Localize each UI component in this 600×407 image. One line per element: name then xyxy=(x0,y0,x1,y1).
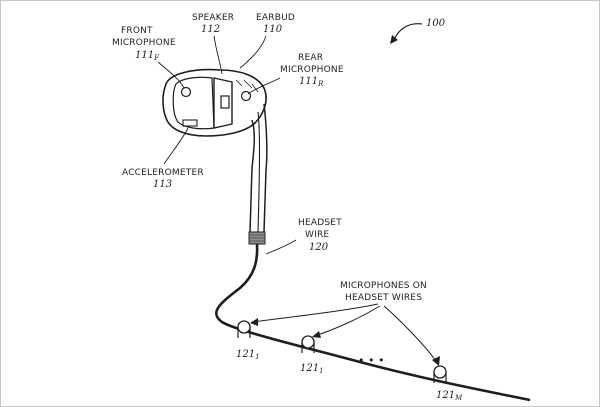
rear-microphone-label-line2: MICROPHONE xyxy=(280,65,344,75)
figure-number-arrow xyxy=(393,23,423,41)
wire-microphones-label: MICROPHONES ON HEADSET WIRES xyxy=(340,281,427,303)
speaker-block xyxy=(213,77,233,129)
wire-microphone-2-clip xyxy=(301,342,315,353)
more-microphones-ellipsis: • • • xyxy=(358,354,384,367)
wire-microphone-1-ref: 1211 xyxy=(236,349,260,361)
earbud-body xyxy=(162,68,267,137)
strain-relief-ribs xyxy=(250,234,264,242)
headset-wire-label: HEADSET WIRE 120 xyxy=(298,218,342,253)
rear-microphone-ref: 111R xyxy=(299,76,324,88)
wire-microphone-1 xyxy=(237,320,251,338)
figure-number: 100 xyxy=(426,18,446,29)
front-microphone-leader xyxy=(157,61,185,89)
rear-microphone-label: REAR MICROPHONE 111R xyxy=(280,53,344,88)
arrow-to-microphone-2 xyxy=(313,305,381,337)
headset-wire-ref: 120 xyxy=(309,242,329,253)
rear-microphone-port xyxy=(240,90,252,102)
earbud-label-line1: EARBUD xyxy=(256,13,295,23)
accelerometer-label-line1: ACCELEROMETER xyxy=(122,168,204,178)
earbud-housing xyxy=(162,68,267,137)
wire-microphone-2 xyxy=(301,335,315,353)
arrow-to-microphone-m xyxy=(383,305,439,365)
wire-microphone-m xyxy=(433,365,447,383)
speaker-leader xyxy=(213,35,223,75)
speaker-ref: 112 xyxy=(201,24,220,35)
wire-microphone-m-clip xyxy=(433,372,447,383)
earbud-label: EARBUD 110 xyxy=(256,13,295,35)
rear-microphone-leader xyxy=(247,77,281,95)
arrowhead-microphone-1 xyxy=(250,318,258,326)
headset-wire xyxy=(215,243,531,402)
earbud-leader xyxy=(239,35,267,69)
arrowhead-microphone-2 xyxy=(312,331,321,338)
stem-left-edge xyxy=(249,119,256,233)
speaker-driver xyxy=(220,95,230,109)
accelerometer-leader xyxy=(163,127,189,165)
front-microphone-label-line1: FRONT xyxy=(121,26,153,36)
accelerometer-chip xyxy=(182,119,198,127)
wire-microphone-1-capsule xyxy=(237,320,251,334)
figure-number-arrowhead xyxy=(390,35,398,44)
arrowhead-microphone-m xyxy=(432,356,440,366)
housing-hatching xyxy=(235,79,259,93)
front-microphone-label-line2: MICROPHONE xyxy=(112,38,176,48)
wire-microphones-label-line2: HEADSET WIRES xyxy=(345,293,422,303)
wire-microphone-m-ref: 121M xyxy=(436,390,463,402)
front-microphone-label: FRONT MICROPHONE 111F xyxy=(112,26,176,62)
front-microphone-port xyxy=(180,86,192,98)
wire-microphone-1-clip xyxy=(237,327,251,338)
earbud-front-face xyxy=(172,76,215,130)
wire-microphone-m-capsule xyxy=(433,365,447,379)
speaker-label-line1: SPEAKER xyxy=(192,13,234,23)
earbud-stem xyxy=(248,103,268,245)
accelerometer-ref: 113 xyxy=(153,179,172,190)
stem-center-line xyxy=(257,111,261,233)
headset-wire-label-line2: WIRE xyxy=(305,230,329,240)
wire-microphone-2-ref: 1211 xyxy=(300,363,324,375)
earbud-ref: 110 xyxy=(263,24,283,35)
headset-wire-label-line1: HEADSET xyxy=(298,218,342,228)
headset-wire-leader xyxy=(265,239,297,255)
wire-microphone-2-capsule xyxy=(301,335,315,349)
wire-microphones-label-line1: MICROPHONES ON xyxy=(340,281,427,291)
accelerometer-label: ACCELEROMETER 113 xyxy=(122,168,204,190)
rear-microphone-label-line1: REAR xyxy=(298,53,323,63)
speaker-label: SPEAKER 112 xyxy=(192,13,234,35)
front-microphone-ref: 111F xyxy=(135,50,160,62)
stem-right-edge xyxy=(263,103,268,233)
arrow-to-microphone-1 xyxy=(251,303,379,323)
